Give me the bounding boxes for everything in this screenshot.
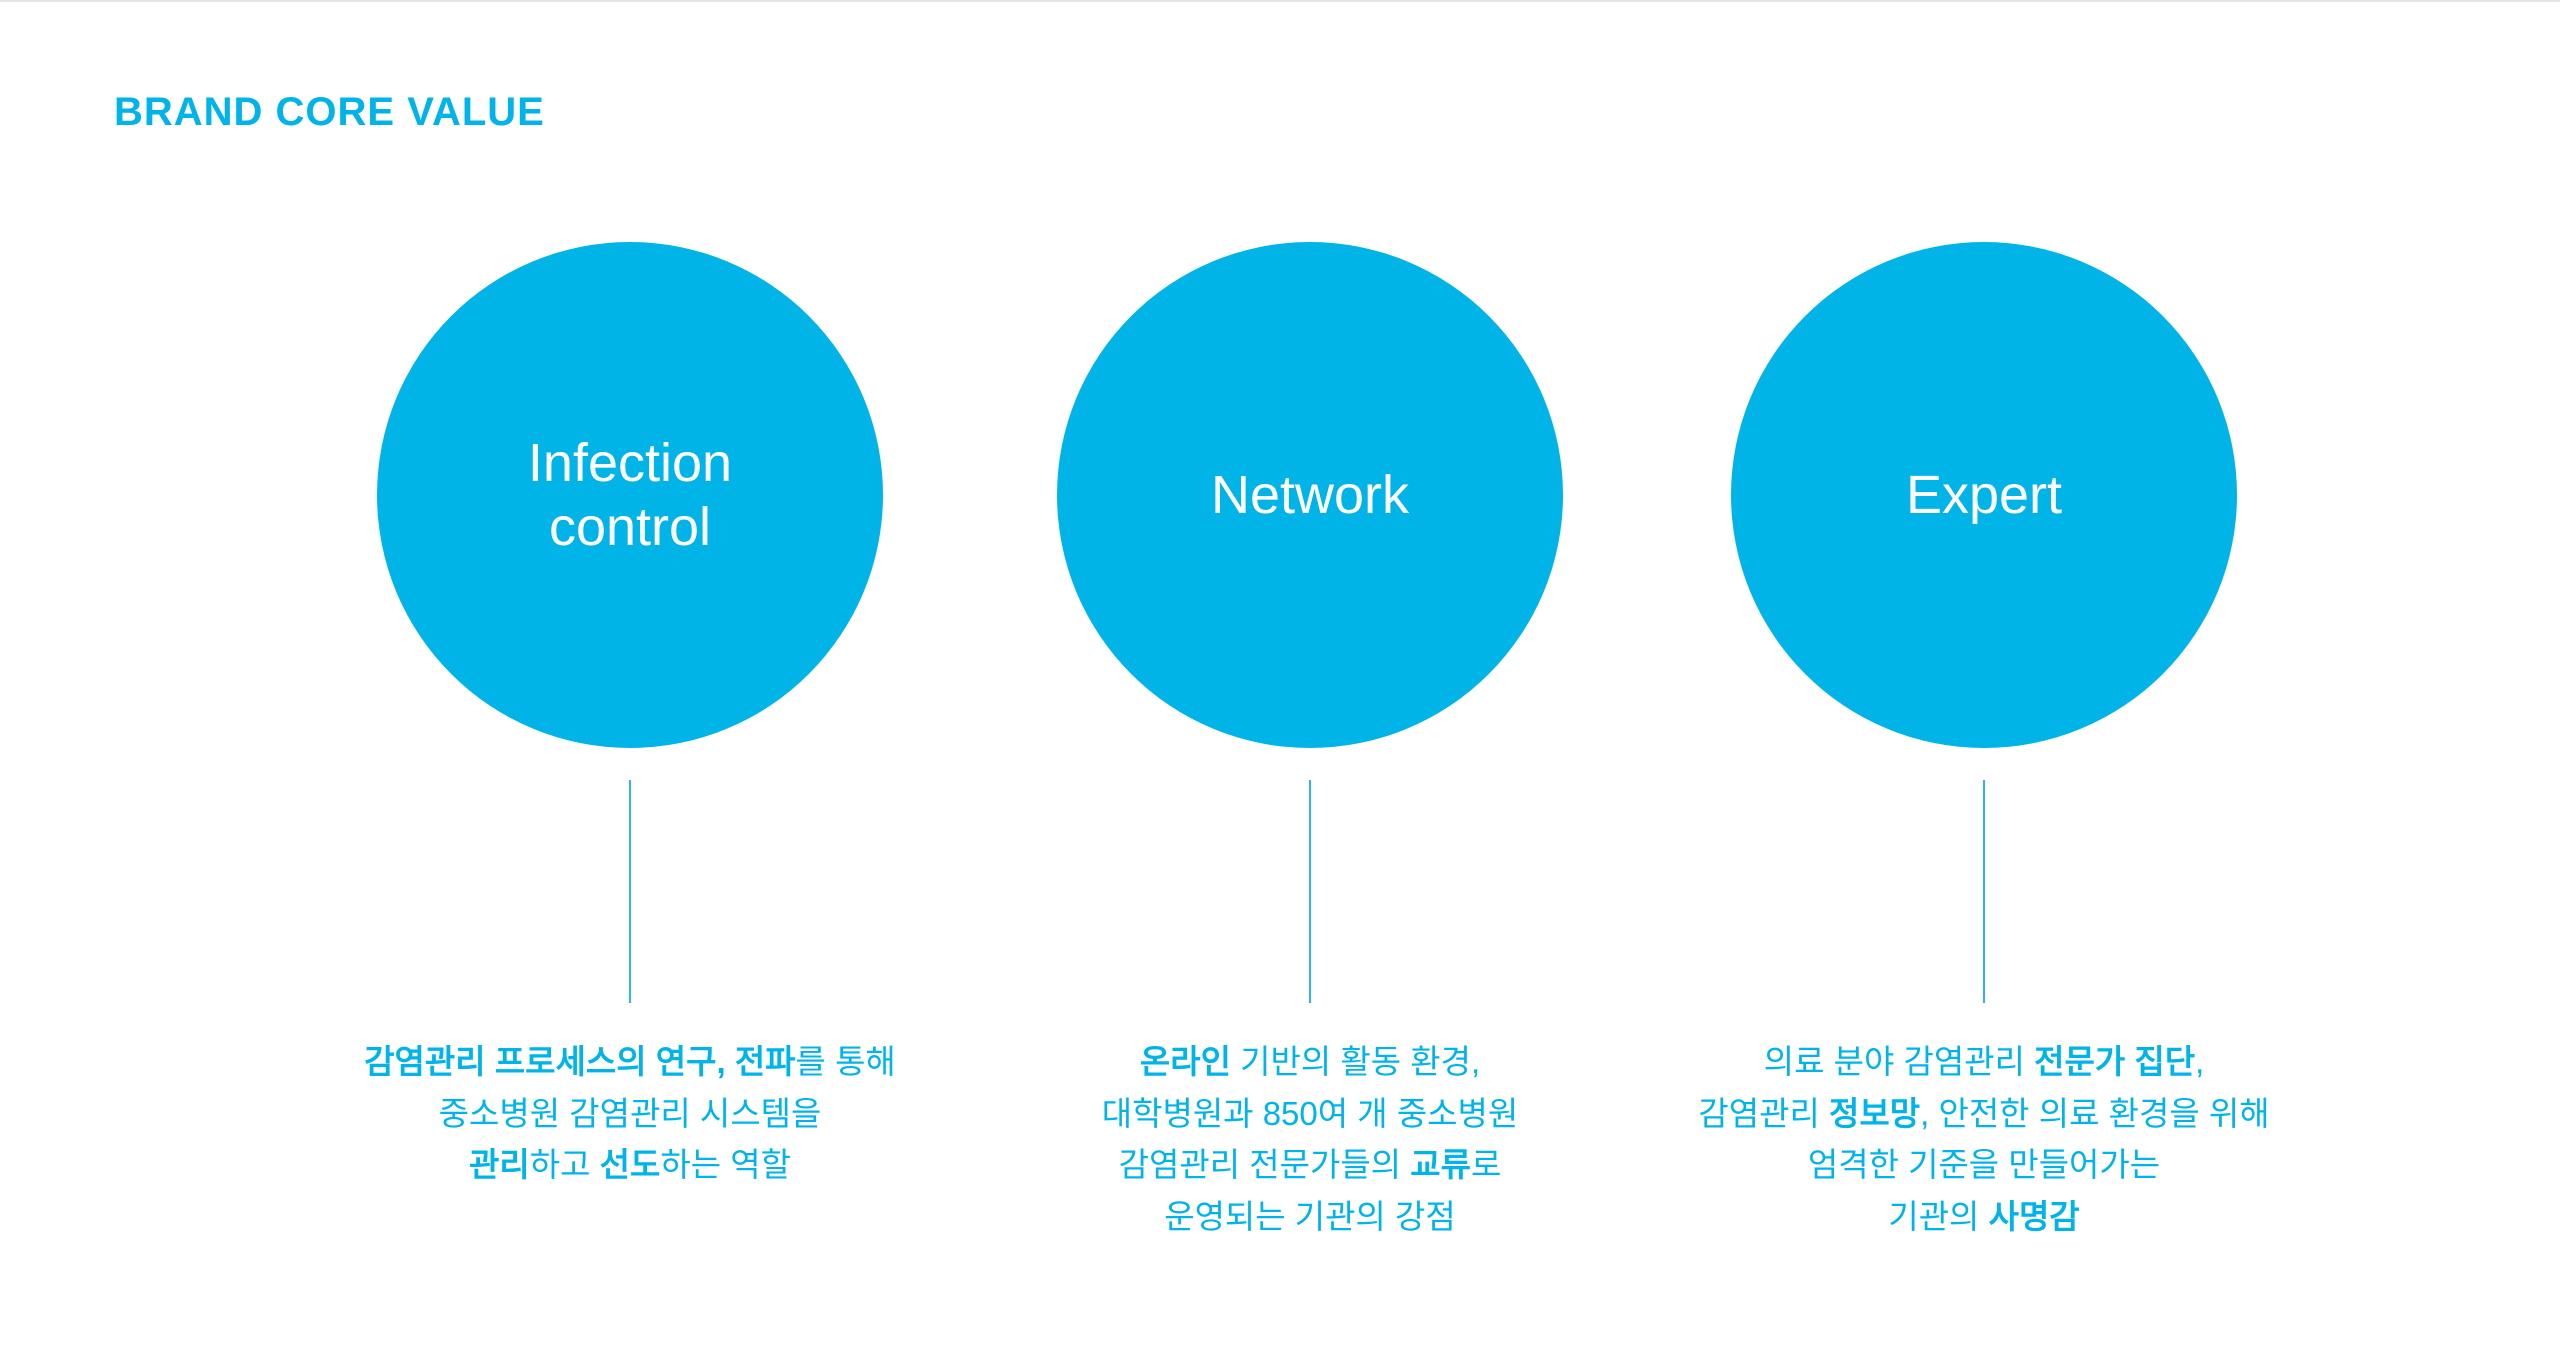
connector-line xyxy=(1983,780,1985,1003)
description-line: 엄격한 기준을 만들어가는 xyxy=(1584,1139,2384,1191)
description-text: 로 xyxy=(1470,1146,1502,1183)
description-text: , 안전한 의료 환경을 위해 xyxy=(1920,1094,2270,1132)
top-divider xyxy=(0,0,2560,2)
description-text: , xyxy=(2195,1043,2205,1080)
core-value-circle: Expert xyxy=(1731,242,2237,748)
description-text: 기반의 활동 환경, xyxy=(1230,1043,1481,1080)
description-text: 의료 분야 감염관리 xyxy=(1763,1043,2035,1080)
highlight-text: 사명감 xyxy=(1988,1197,2080,1235)
description-line: 감염관리 전문가들의 교류로 xyxy=(910,1139,1710,1191)
description-line: 관리하고 선도하는 역할 xyxy=(230,1139,1030,1191)
core-value-label: Network xyxy=(1210,465,1410,525)
description-line: 의료 분야 감염관리 전문가 집단, xyxy=(1584,1036,2384,1088)
description-line: 감염관리 정보망, 안전한 의료 환경을 위해 xyxy=(1584,1088,2384,1140)
connector-line xyxy=(629,780,631,1003)
description-text: 대학병원과 850여 개 중소병원 xyxy=(1101,1094,1519,1132)
description-line: 기관의 사명감 xyxy=(1584,1191,2384,1243)
description-line: 대학병원과 850여 개 중소병원 xyxy=(910,1088,1710,1140)
description-line: 운영되는 기관의 강점 xyxy=(910,1191,1710,1243)
highlight-text: 교류 xyxy=(1410,1146,1471,1183)
description-text: 하고 xyxy=(529,1146,600,1183)
highlight-text: 온라인 xyxy=(1139,1043,1231,1080)
description-text: 하는 역할 xyxy=(660,1146,791,1183)
core-value-label: Expert xyxy=(1905,465,2063,525)
connector-line xyxy=(1309,780,1311,1003)
page-title: BRAND CORE VALUE xyxy=(114,90,545,134)
core-value-description: 의료 분야 감염관리 전문가 집단,감염관리 정보망, 안전한 의료 환경을 위… xyxy=(1584,1036,2384,1242)
highlight-text: 감염관리 프로세스의 연구, 전파 xyxy=(364,1043,796,1080)
description-line: 중소병원 감염관리 시스템을 xyxy=(230,1088,1030,1140)
description-text: 를 통해 xyxy=(795,1043,896,1080)
description-line: 온라인 기반의 활동 환경, xyxy=(910,1036,1710,1088)
description-text: 감염관리 전문가들의 xyxy=(1118,1146,1411,1183)
core-value-label: Infection control xyxy=(527,433,733,557)
core-value-circle: Infection control xyxy=(377,242,883,748)
highlight-text: 선도 xyxy=(599,1146,661,1183)
highlight-text: 관리 xyxy=(469,1146,530,1183)
description-text: 엄격한 기준을 만들어가는 xyxy=(1807,1146,2161,1183)
highlight-text: 정보망 xyxy=(1829,1094,1921,1132)
highlight-text: 전문가 집단 xyxy=(2034,1043,2196,1080)
description-line: 감염관리 프로세스의 연구, 전파를 통해 xyxy=(230,1036,1030,1088)
description-text: 중소병원 감염관리 시스템을 xyxy=(438,1094,822,1132)
core-value-circle: Network xyxy=(1057,242,1563,748)
description-text: 기관의 xyxy=(1888,1197,1989,1235)
description-text: 운영되는 기관의 강점 xyxy=(1164,1197,1456,1235)
description-text: 감염관리 xyxy=(1698,1094,1830,1132)
